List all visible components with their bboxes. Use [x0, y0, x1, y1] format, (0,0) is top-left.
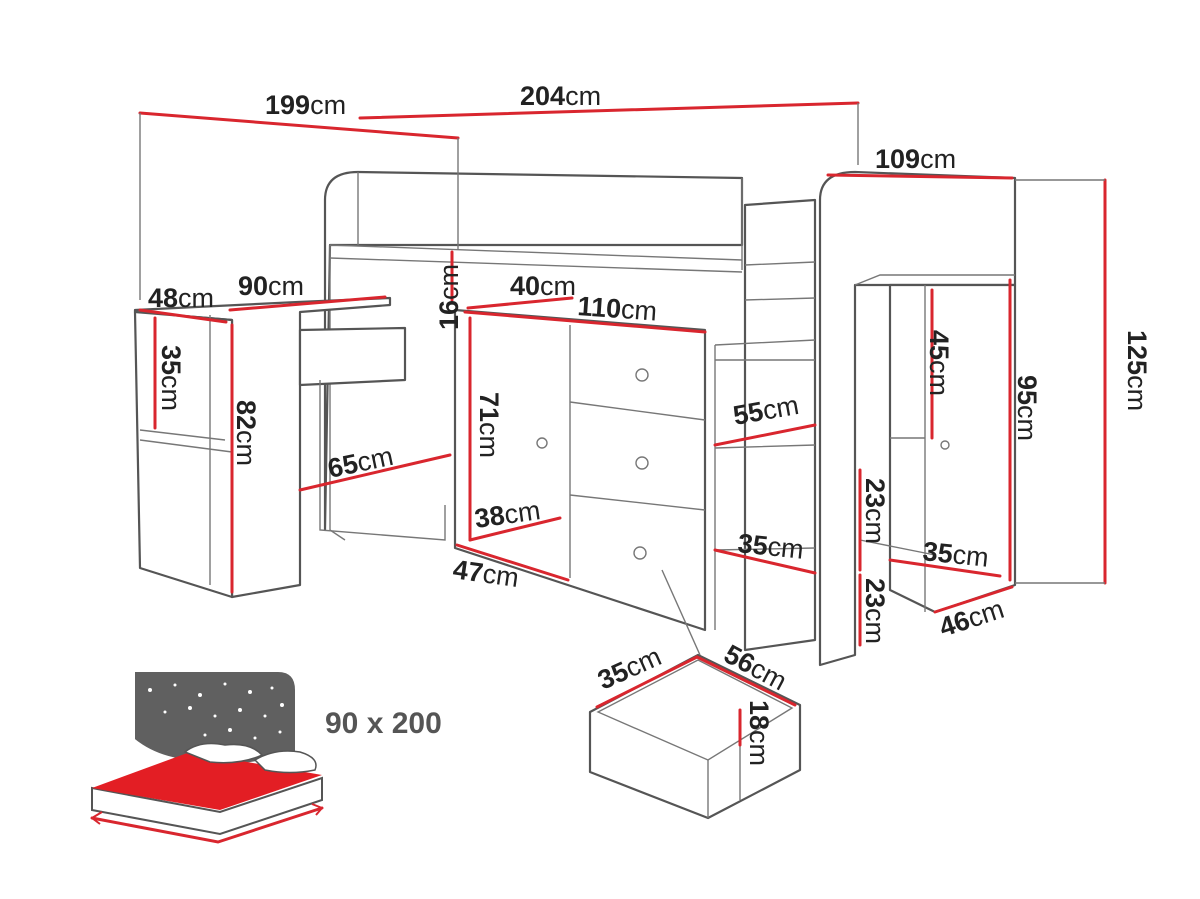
furniture-outline: [133, 170, 1017, 820]
label-top-length: 199cm: [265, 90, 346, 120]
star-icons: [148, 682, 284, 740]
label-stair-width: 55cm: [731, 390, 801, 431]
label-drawer-height: 18cm: [744, 700, 774, 766]
label-cabinet-depth: 47cm: [451, 554, 521, 593]
label-right-cabinet-upper: 45cm: [924, 330, 954, 396]
label-shelf-gap: 16cm: [434, 264, 464, 330]
label-depth: 109cm: [875, 144, 956, 174]
label-cabinet-inner-depth: 38cm: [473, 495, 543, 534]
label-desk-height: 82cm: [231, 400, 261, 466]
label-height: 125cm: [1122, 330, 1152, 411]
label-cabinet-height: 71cm: [474, 392, 504, 458]
label-total-length: 204cm: [520, 81, 601, 111]
label-desk-depth: 48cm: [148, 283, 214, 313]
mattress-size-label: 90 x 200: [325, 707, 442, 740]
label-desk-knee: 65cm: [325, 441, 396, 484]
mattress-icon: [90, 672, 324, 844]
label-right-cabinet-height: 95cm: [1012, 375, 1042, 441]
label-stair-step: 35cm: [736, 528, 805, 565]
dimension-lines: [138, 101, 1107, 747]
label-cabinet-top: 40cm: [510, 271, 576, 301]
label-step-height-2: 23cm: [860, 578, 890, 644]
label-cabinet-width: 110cm: [577, 291, 658, 326]
label-desk-shelf: 35cm: [156, 345, 186, 411]
label-desk-length: 90cm: [238, 271, 304, 301]
label-right-cabinet-shelf: 35cm: [921, 536, 990, 573]
label-step-height-1: 23cm: [860, 478, 890, 544]
